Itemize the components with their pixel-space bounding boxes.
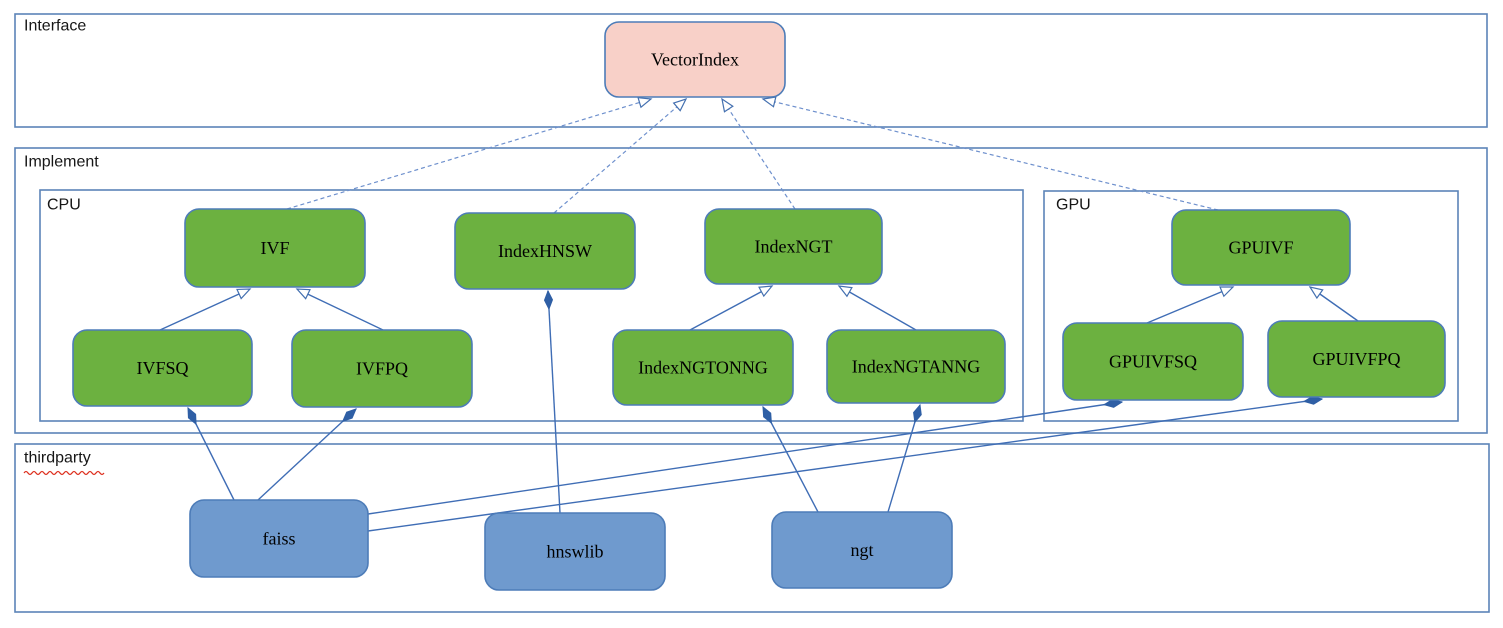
edge-indexhnsw-to-vectorindex [553,97,688,214]
container-cpu[interactable] [39,189,1024,422]
node-ivfpq[interactable] [291,329,473,408]
node-label-gpuivf: GPUIVF [1228,238,1293,258]
node-vectorindex[interactable] [604,21,786,98]
edge-hnswlib-to-indexhnsw [548,291,561,514]
edge-gpuivf-to-vectorindex [761,96,1219,211]
node-label-indexngtonng: IndexNGTONNG [638,358,768,378]
edge-faiss-to-gpuivfsq [367,402,1122,515]
edge-ivf-to-vectorindex [286,96,653,210]
edge-faiss-to-gpuivfpq [367,399,1322,532]
node-gpuivf[interactable] [1171,209,1351,286]
node-label-indexngt: IndexNGT [755,237,833,257]
node-indexngt[interactable] [704,208,883,285]
node-gpuivfpq[interactable] [1267,320,1446,398]
node-label-vectorindex: VectorIndex [651,50,739,70]
container-label-thirdparty: thirdparty [24,449,91,466]
edge-gpuivfpq-to-gpuivf [1308,286,1359,322]
node-indexhnsw[interactable] [454,212,636,290]
edge-ngt-to-indexngtonng [762,407,819,513]
container-label-gpu: GPU [1056,196,1091,213]
node-label-ivf: IVF [260,238,289,258]
node-label-ivfpq: IVFPQ [356,359,408,379]
node-indexngtonng[interactable] [612,329,794,406]
spellcheck-squiggle-thirdparty [23,470,105,476]
container-gpu[interactable] [1043,190,1459,422]
edge-ivfpq-to-ivf [295,288,384,331]
node-label-hnswlib: hnswlib [546,542,603,562]
node-gpuivfsq[interactable] [1062,322,1244,401]
node-ivfsq[interactable] [72,329,253,407]
edge-indexngt-to-vectorindex [721,97,796,210]
container-label-cpu: CPU [47,196,81,213]
edge-faiss-to-ivfsq [187,408,235,501]
node-label-indexngtanng: IndexNGTANNG [852,357,981,377]
node-label-gpuivfsq: GPUIVFSQ [1109,352,1197,372]
edge-indexngtanng-to-indexngt [837,285,917,331]
container-interface[interactable] [14,13,1488,128]
edge-faiss-to-ivfpq [257,409,356,501]
node-ivf[interactable] [184,208,366,288]
edge-indexngtonng-to-indexngt [689,285,774,331]
node-label-gpuivfpq: GPUIVFPQ [1312,349,1400,369]
container-thirdparty[interactable] [14,443,1490,613]
node-label-ngt: ngt [850,540,873,560]
node-ngt[interactable] [771,511,953,589]
node-hnswlib[interactable] [484,512,666,591]
container-label-implement: Implement [24,153,99,170]
node-label-indexhnsw: IndexHNSW [498,241,592,261]
node-label-faiss: faiss [263,529,296,549]
edge-ivfsq-to-ivf [159,288,252,331]
edge-ngt-to-indexngtanng [887,405,920,513]
container-implement[interactable] [14,147,1488,434]
node-indexngtanng[interactable] [826,329,1006,404]
node-faiss[interactable] [189,499,369,578]
container-label-interface: Interface [24,17,86,34]
edge-gpuivfsq-to-gpuivf [1146,286,1235,324]
node-label-ivfsq: IVFSQ [136,358,188,378]
